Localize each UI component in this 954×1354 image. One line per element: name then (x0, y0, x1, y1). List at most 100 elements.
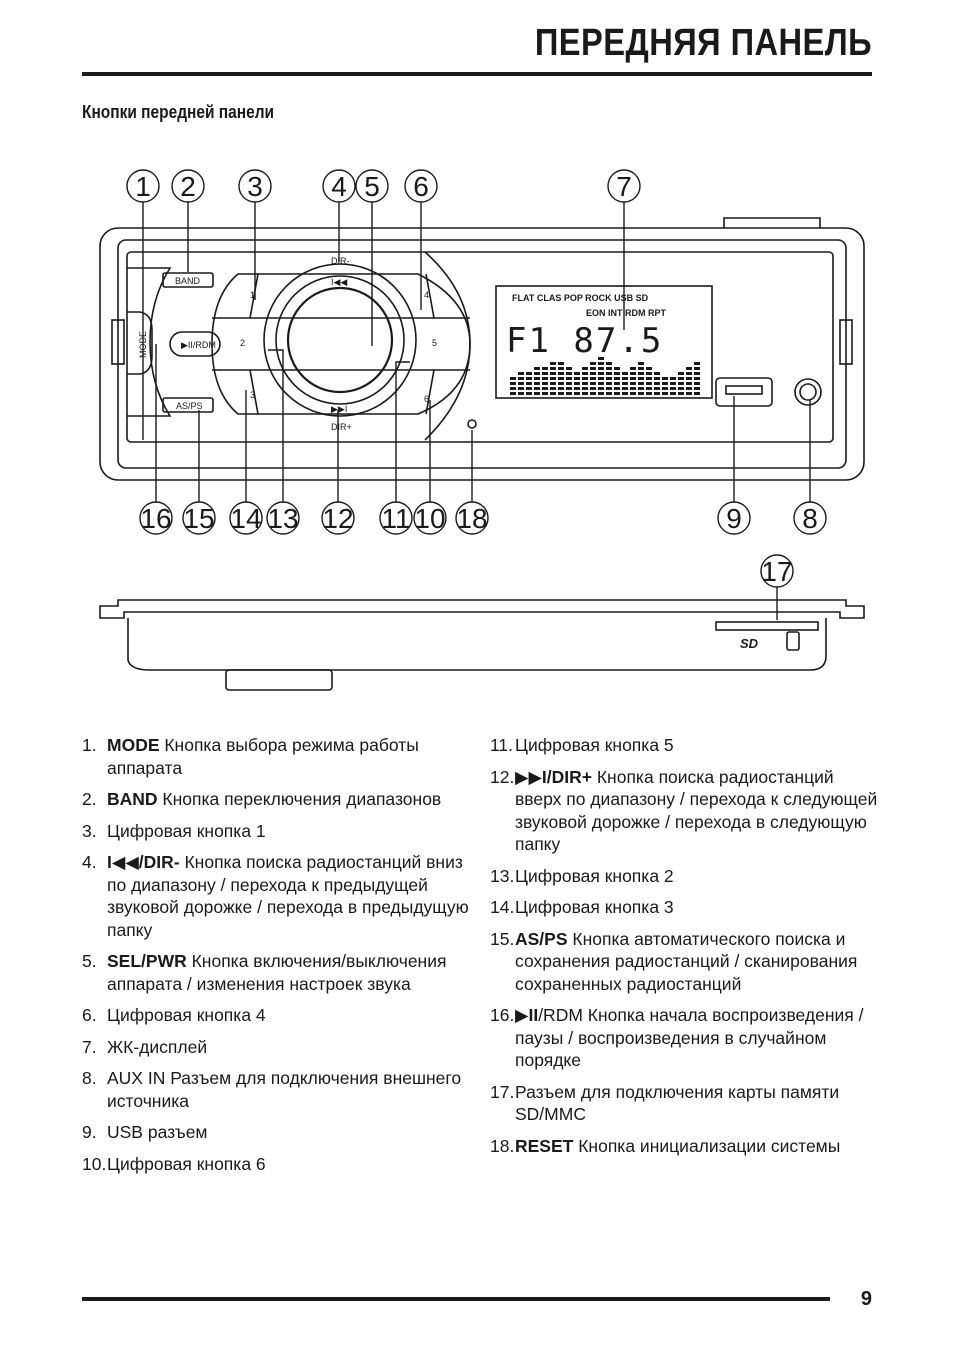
lcd-spectrum-segment (686, 392, 692, 395)
usb-port (715, 377, 773, 407)
lcd-spectrum-segment (614, 392, 620, 395)
legend-item-number: 16. (490, 1005, 515, 1025)
lcd-spectrum-segment (558, 372, 564, 375)
lcd-row2: EON INT RDM RPT (586, 308, 667, 318)
lcd-spectrum-segment (598, 372, 604, 375)
lcd-spectrum-segment (558, 377, 564, 380)
lcd-spectrum-segment (598, 367, 604, 370)
legend-item-text: SEL/PWR Кнопка включения/выключения аппа… (107, 950, 472, 995)
legend-item-description: Кнопка переключения диапазонов (157, 789, 442, 809)
lcd-spectrum-segment (654, 382, 660, 385)
legend-item: 13.Цифровая кнопка 2 (490, 865, 880, 888)
lcd-spectrum-segment (542, 387, 548, 390)
legend-item: 15.AS/PS Кнопка автоматического поиска и… (490, 928, 880, 996)
lcd-display (495, 285, 713, 399)
legend-item-description: Цифровая кнопка 3 (515, 897, 674, 917)
callout-12: 12 (322, 503, 353, 534)
lcd-spectrum-segment (558, 362, 564, 365)
callout-18: 18 (456, 503, 487, 534)
lcd-spectrum-segment (590, 367, 596, 370)
lcd-spectrum-segment (694, 362, 700, 365)
sd-card-slot (715, 621, 819, 631)
lcd-spectrum-segment (566, 377, 572, 380)
legend-item-key: AS/PS (515, 928, 568, 949)
legend-item-description: Цифровая кнопка 1 (107, 820, 266, 841)
num6-label: 6 (424, 394, 429, 404)
lcd-spectrum-segment (654, 377, 660, 380)
lcd-spectrum-segment (582, 382, 588, 385)
lcd-spectrum-segment (670, 382, 676, 385)
callout-16: 16 (140, 503, 171, 534)
lcd-spectrum-segment (550, 362, 556, 365)
lcd-spectrum-segment (518, 372, 524, 375)
lcd-spectrum-segment (638, 362, 644, 365)
legend-item-description: Кнопка поиска радиостанций вниз по диапа… (107, 852, 469, 940)
legend-item: 16.▶II/RDM Кнопка начала воспроизведения… (490, 1004, 880, 1072)
callout-15: 15 (183, 503, 214, 534)
lcd-spectrum-segment (558, 367, 564, 370)
lcd-spectrum-segment (534, 392, 540, 395)
lcd-spectrum-segment (614, 382, 620, 385)
legend-item-number: 9. (82, 1122, 97, 1142)
lcd-spectrum-segment (526, 372, 532, 375)
legend-item-number: 13. (490, 865, 515, 886)
lcd-spectrum-segment (606, 392, 612, 395)
lcd-spectrum-segment (678, 392, 684, 395)
legend-item-key: ▶II (515, 1005, 539, 1025)
lcd-spectrum-segment (566, 367, 572, 370)
lcd-spectrum-segment (630, 382, 636, 385)
lcd-spectrum-segment (670, 387, 676, 390)
lcd-spectrum-segment (646, 372, 652, 375)
legend-item-key: ▶▶I/DIR+ (515, 766, 592, 787)
lcd-spectrum-segment (542, 367, 548, 370)
lcd-spectrum-segment (526, 382, 532, 385)
legend-item: 11.Цифровая кнопка 5 (490, 734, 880, 757)
lcd-spectrum-segment (542, 372, 548, 375)
legend-item: 2.BAND Кнопка переключения диапазонов (82, 788, 472, 811)
legend-item: 7.ЖК-дисплей (82, 1036, 472, 1059)
lcd-spectrum-segment (606, 377, 612, 380)
title-rule (82, 72, 872, 76)
lcd-spectrum-segment (638, 392, 644, 395)
num5-label: 5 (432, 338, 437, 348)
lcd-spectrum-segment (654, 372, 660, 375)
lcd-spectrum-segment (630, 377, 636, 380)
legend-item-text: AUX IN Разъем для подключения внешнего и… (107, 1067, 472, 1112)
callout-1: 1 (135, 171, 151, 202)
legend-item-number: 5. (82, 951, 97, 971)
lcd-spectrum-segment (678, 387, 684, 390)
lcd-spectrum-segment (614, 377, 620, 380)
lcd-spectrum-segment (646, 382, 652, 385)
lcd-spectrum-segment (566, 372, 572, 375)
lcd-spectrum-segment (670, 392, 676, 395)
lcd-spectrum-segment (598, 362, 604, 365)
lcd-spectrum-segment (566, 387, 572, 390)
legend-item-description: Кнопка поиска радиостанций вверх по диап… (515, 766, 878, 855)
legend-item-text: MODE Кнопка выбора режима работы аппарат… (107, 734, 472, 779)
legend-item-number: 6. (82, 1005, 97, 1025)
legend-item-text: ▶▶I/DIR+ Кнопка поиска радиостанций ввер… (515, 766, 880, 856)
lcd-spectrum-segment (622, 377, 628, 380)
lcd-spectrum-segment (678, 377, 684, 380)
lcd-spectrum-segment (526, 392, 532, 395)
legend-item-description: Цифровая кнопка 5 (515, 735, 674, 755)
lcd-spectrum-segment (646, 392, 652, 395)
legend-item-description: Цифровая кнопка 2 (515, 865, 674, 886)
legend-item-text: Цифровая кнопка 3 (515, 896, 880, 919)
lcd-spectrum-segment (518, 377, 524, 380)
lcd-spectrum-segment (654, 392, 660, 395)
legend-item-text: RESET Кнопка инициализации системы (515, 1135, 880, 1158)
lcd-row1: FLAT CLAS POP ROCK USB SD (512, 293, 649, 303)
callout-9: 9 (726, 503, 742, 534)
legend-list-left: 1.MODE Кнопка выбора режима работы аппар… (82, 734, 472, 1184)
next-label: ▶▶I (331, 404, 347, 414)
lcd-spectrum-segment (630, 392, 636, 395)
lcd-spectrum-segment (686, 372, 692, 375)
front-panel-diagram: BAND AS/PS ▶II/RDM MODE DIR- I◀◀ ▶▶I DIR… (99, 169, 865, 691)
lcd-spectrum-segment (614, 387, 620, 390)
lcd-spectrum-segment (574, 382, 580, 385)
num3-label: 3 (250, 390, 255, 400)
lcd-spectrum-segment (678, 382, 684, 385)
lcd-spectrum-segment (534, 382, 540, 385)
legend-item-number: 17. (490, 1081, 515, 1102)
